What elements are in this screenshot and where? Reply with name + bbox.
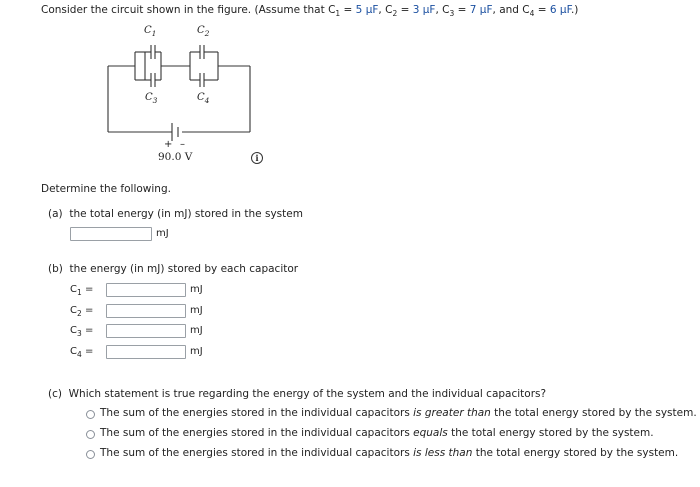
c4-symbol: C — [522, 4, 530, 16]
info-icon[interactable]: i — [251, 152, 263, 164]
c4-row-label: C4 = — [70, 346, 94, 359]
c4-equals: = — [534, 4, 550, 16]
part-b-text: the energy (in mJ) stored by each capaci… — [69, 263, 299, 275]
c3-energy-input[interactable] — [106, 324, 186, 338]
circuit-figure: C1 C2 C3 C4 + – 90.0 V — [100, 22, 270, 172]
c1-value: 5 μF — [355, 4, 379, 16]
c2-row-label: C2 = — [70, 305, 94, 318]
battery-minus-sign: – — [180, 139, 185, 150]
question-lead: Consider the circuit shown in the figure… — [41, 4, 329, 16]
c4-subscript: 4 — [529, 9, 535, 18]
circuit-diagram — [107, 45, 251, 141]
c3-value: 7 μF — [469, 4, 493, 16]
c4-energy-input[interactable] — [106, 345, 186, 359]
c1-row-label: C1 = — [70, 284, 94, 297]
part-c-text: Which statement is true regarding the en… — [68, 388, 547, 400]
c2-energy-input[interactable] — [106, 304, 186, 318]
option-less-than-text: The sum of the energies stored in the in… — [100, 447, 679, 459]
c2-symbol: C — [385, 4, 393, 16]
c1-energy-input[interactable] — [106, 283, 186, 297]
c3-equals: = — [454, 4, 470, 16]
c2-value: 3 μF — [412, 4, 436, 16]
question-text: Consider the circuit shown in the figure… — [41, 4, 578, 18]
option-greater-than-radio[interactable] — [86, 410, 95, 419]
option-greater-than-text: The sum of the energies stored in the in… — [100, 407, 697, 419]
c4-figure-label: C4 — [197, 92, 210, 105]
option-less-than-radio[interactable] — [86, 450, 95, 459]
c4-separator: .) — [570, 4, 579, 16]
c3-symbol: C — [442, 4, 450, 16]
c3-figure-label: C3 — [145, 92, 158, 105]
c3-separator: , and — [492, 4, 523, 16]
c2-energy-unit: mJ — [190, 305, 203, 316]
c1-symbol: C — [328, 4, 336, 16]
option-equals-radio[interactable] — [86, 430, 95, 439]
determine-heading: Determine the following. — [41, 183, 171, 195]
c1-subscript: 1 — [335, 9, 341, 18]
c2-separator: , — [435, 4, 443, 16]
c2-equals: = — [397, 4, 413, 16]
part-a-prompt: (a) the total energy (in mJ) stored in t… — [48, 208, 303, 220]
part-c-prompt: (c) Which statement is true regarding th… — [48, 388, 546, 400]
voltage-label: 90.0 V — [158, 151, 193, 163]
part-a-label: (a) — [48, 208, 63, 220]
c4-energy-unit: mJ — [190, 346, 203, 357]
part-a-text: the total energy (in mJ) stored in the s… — [69, 208, 303, 220]
total-energy-input[interactable] — [70, 227, 152, 241]
c3-subscript: 3 — [449, 9, 455, 18]
c3-energy-unit: mJ — [190, 325, 203, 336]
c3-row-label: C3 = — [70, 325, 94, 338]
c1-energy-unit: mJ — [190, 284, 203, 295]
option-equals-text: The sum of the energies stored in the in… — [100, 427, 654, 439]
part-b-prompt: (b) the energy (in mJ) stored by each ca… — [48, 263, 298, 275]
c4-value: 6 μF — [549, 4, 571, 16]
c1-equals: = — [340, 4, 356, 16]
part-c-label: (c) — [48, 388, 62, 400]
battery-plus-sign: + — [164, 139, 173, 150]
part-b-label: (b) — [48, 263, 63, 275]
part-a-unit: mJ — [156, 228, 169, 239]
c1-figure-label: C1 — [144, 25, 157, 38]
c2-subscript: 2 — [392, 9, 398, 18]
c1-separator: , — [378, 4, 386, 16]
c2-figure-label: C2 — [197, 25, 210, 38]
